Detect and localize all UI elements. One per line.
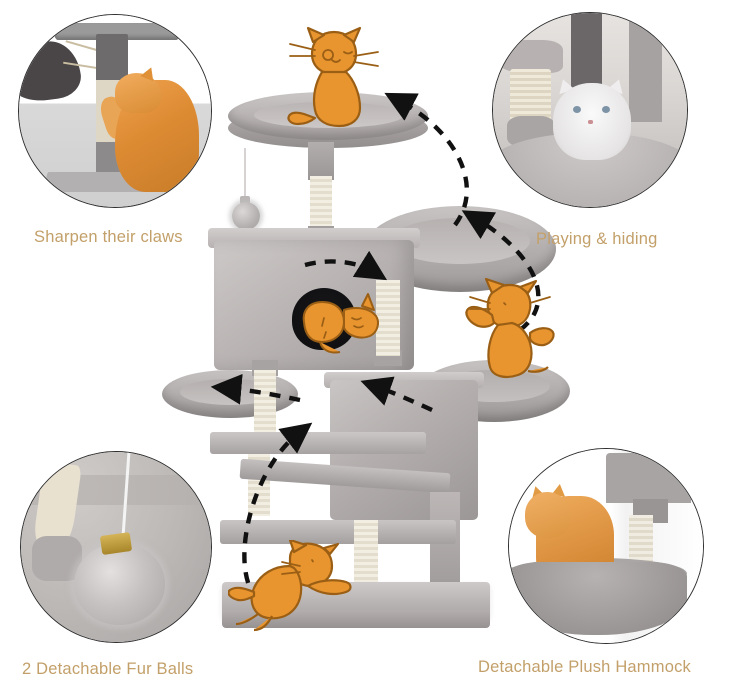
feature-photo-playing-hiding: [492, 12, 688, 208]
feature-photo-fur-balls: [20, 451, 212, 643]
cartoon-cat-sitting-top: [282, 26, 390, 138]
mid-shelf: [210, 432, 426, 454]
hanging-fur-ball: [232, 202, 260, 230]
cartoon-cat-playing-basket: [462, 275, 558, 385]
photo-tabby-in-hammock: [509, 449, 703, 643]
top-sisal-post: [310, 176, 332, 230]
caption-fur-balls: 2 Detachable Fur Balls: [22, 660, 194, 678]
caption-plush-hammock: Detachable Plush Hammock: [478, 658, 691, 676]
feature-photo-plush-hammock: [508, 448, 704, 644]
mid-sisal-post-right: [376, 280, 400, 356]
mid-sisal-post-left: [254, 370, 276, 440]
caption-sharpen-claws: Sharpen their claws: [34, 228, 183, 246]
cartoon-cat-sleeping-condo: [300, 288, 382, 360]
fur-ball-string: [244, 148, 246, 200]
fur-ball-bell: [240, 196, 250, 204]
lower-sisal-post-right: [354, 520, 378, 586]
caption-playing-hiding: Playing & hiding: [536, 230, 658, 248]
photo-kitten-scratching-post: [19, 15, 211, 207]
photo-hanging-fur-ball: [21, 452, 211, 642]
top-post-collar: [308, 142, 334, 180]
cartoon-cat-running-bottom: [228, 540, 354, 632]
feature-photo-sharpen-claws: [18, 14, 212, 208]
photo-white-cat-in-bed: [493, 13, 687, 207]
